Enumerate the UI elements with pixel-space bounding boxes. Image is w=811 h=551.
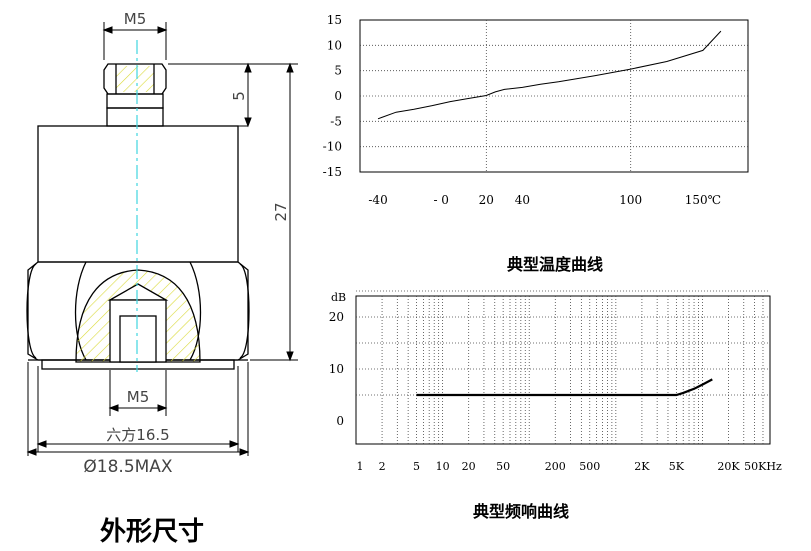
dim-thread-length: 5 <box>230 91 248 101</box>
freq-y-axis-label: dB <box>331 291 346 304</box>
top-thread-stud <box>103 63 167 127</box>
freq-y-tick-label: 0 <box>336 414 344 428</box>
temp-x-tick-label: 20 <box>479 193 494 207</box>
freq-y-tick-label: 10 <box>329 362 344 376</box>
temperature-chart: 15 10 5 0 -5 -10 -15 -40 - 0 20 40 100 150℃ 典型温度曲线 <box>323 13 749 274</box>
freq-x-tick-label: 2K <box>634 460 650 473</box>
sensor-body <box>37 125 239 263</box>
temp-chart-title: 典型温度曲线 <box>507 255 603 274</box>
freq-y-tick-label: 20 <box>329 310 344 324</box>
dimension-lines <box>26 22 298 456</box>
freq-x-tick-label: 1 <box>357 460 364 473</box>
dim-height: 27 <box>272 202 290 221</box>
temp-x-tick-label: - 0 <box>433 193 449 207</box>
freq-x-tick-label: 5K <box>669 460 685 473</box>
freq-chart-title: 典型频响曲线 <box>473 502 569 521</box>
internal-cavity <box>75 269 201 363</box>
temp-x-tick-label: 150℃ <box>685 193 721 207</box>
freq-x-tick-label: 20 <box>462 460 476 473</box>
temp-y-tick-label: 10 <box>327 38 342 52</box>
temp-plot-frame <box>359 19 749 173</box>
freq-x-tick-label: 5 <box>413 460 420 473</box>
temp-x-tick-label: 40 <box>515 193 530 207</box>
freq-x-tick-label: 10 <box>436 460 450 473</box>
freq-x-tick-label: 2 <box>379 460 386 473</box>
freq-x-tick-label: 50KHz <box>744 460 782 473</box>
drawing-caption: 外形尺寸 <box>100 517 204 547</box>
temp-series-line <box>377 30 722 120</box>
temp-x-tick-label: 100 <box>619 193 642 207</box>
dim-diameter: Ø18.5MAX <box>83 457 173 477</box>
freq-x-tick-label: 50 <box>496 460 510 473</box>
dim-thread-top: M5 <box>124 10 147 28</box>
dim-hex: 六方16.5 <box>106 426 169 444</box>
freq-plot-frame <box>355 295 771 445</box>
freq-series-line <box>416 378 713 397</box>
temp-y-tick-label: -15 <box>323 165 342 179</box>
sensor-outline-drawing <box>26 63 250 370</box>
temp-y-tick-label: 15 <box>327 13 342 27</box>
freq-x-tick-label: 200 <box>545 460 566 473</box>
temp-y-tick-label: 0 <box>334 89 342 103</box>
frequency-chart: dB 20 10 0 1 2 5 10 20 50 200 500 2K 5K 20K 50KHz 典型频… <box>329 290 782 521</box>
freq-x-tick-label: 500 <box>579 460 600 473</box>
temp-y-tick-label: -5 <box>330 114 342 128</box>
dim-thread-bottom: M5 <box>127 388 150 406</box>
freq-x-tick-label: 20K <box>717 460 740 473</box>
temp-y-tick-label: 5 <box>334 64 342 78</box>
temp-x-tick-label: -40 <box>368 193 387 207</box>
temp-y-tick-label: -10 <box>323 140 342 154</box>
